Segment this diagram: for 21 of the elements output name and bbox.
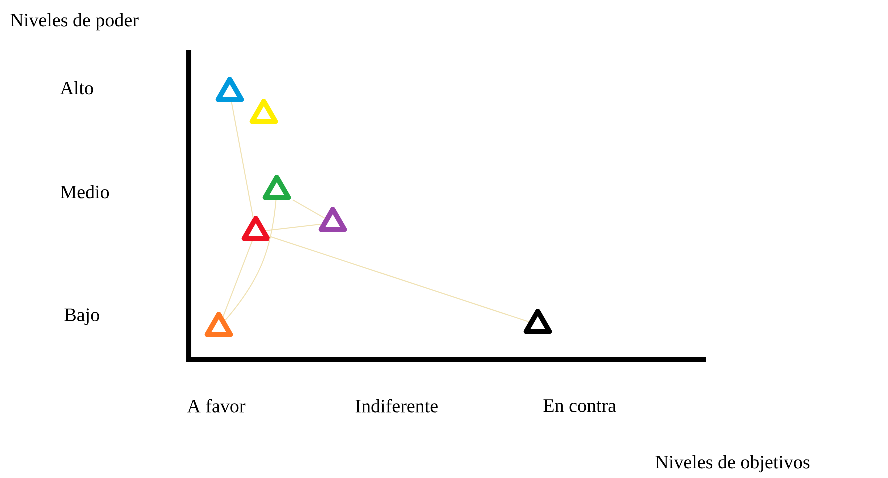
triangle-marker: [216, 77, 244, 102]
axis-label: A favor: [187, 399, 246, 413]
triangle-marker: [242, 216, 270, 242]
triangle-marker: [204, 312, 234, 338]
connector-line: [231, 102, 254, 218]
connector-line: [222, 240, 253, 318]
axis-label: Niveles de objetivos: [656, 455, 810, 473]
triangle-marker: [250, 99, 278, 124]
axis-label: Indiferente: [356, 399, 438, 413]
connector-line: [266, 224, 322, 232]
axis-label: Medio: [60, 185, 110, 199]
connector-line: [292, 200, 326, 219]
triangle-marker: [318, 207, 348, 232]
triangle-marker: [524, 308, 552, 334]
connector-line: [268, 236, 530, 323]
axis-label: Alto: [60, 81, 94, 95]
axis-label: En contra: [544, 400, 616, 412]
axis-label: Niveles de poder: [10, 13, 139, 31]
triangle-marker: [262, 174, 292, 200]
axis-label: Bajo: [64, 308, 100, 326]
connector-line: [224, 200, 277, 322]
